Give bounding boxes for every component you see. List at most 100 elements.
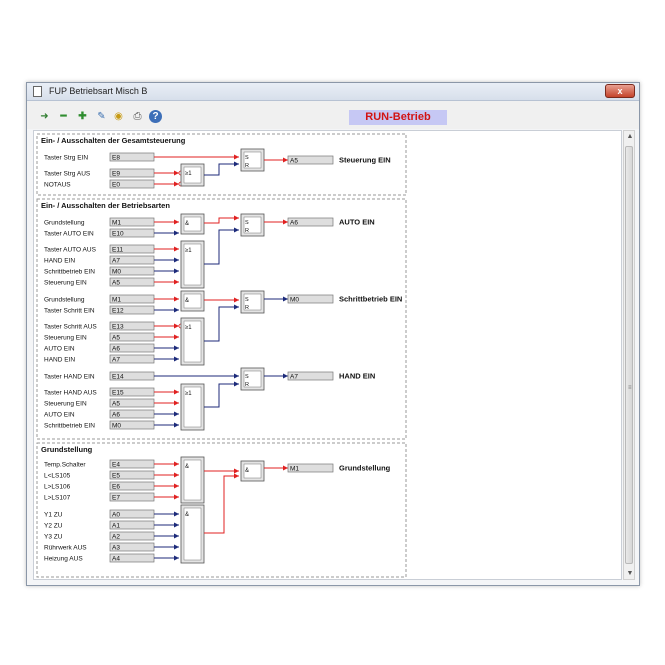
input-label: Taster AUTO EIN	[44, 231, 94, 238]
arrow-head-icon	[174, 494, 179, 500]
input-operand: A6	[112, 346, 120, 353]
arrow-head-icon	[283, 373, 288, 379]
input-operand: E15	[112, 390, 124, 397]
section-frame	[36, 198, 407, 440]
output-label: Schrittbetrieb EIN	[339, 295, 402, 304]
output-label: AUTO EIN	[339, 218, 375, 227]
help-icon[interactable]: ?	[149, 110, 162, 123]
input-label: Rührwerk AUS	[44, 545, 87, 552]
minus-icon[interactable]: ━	[60, 111, 67, 122]
input-label: Grundstellung	[44, 220, 85, 227]
scroll-thumb[interactable]: ≡	[625, 146, 633, 564]
connection-wire	[204, 475, 239, 534]
arrow-head-icon	[174, 389, 179, 395]
binoculars-icon[interactable]: ◉	[114, 111, 123, 122]
arrow-head-icon	[234, 381, 239, 387]
arrow-head-icon	[174, 268, 179, 274]
reset-label: R	[245, 382, 249, 388]
input-operand: E6	[112, 484, 120, 491]
arrow-head-icon	[174, 511, 179, 517]
scroll-down-icon[interactable]: ▼	[626, 570, 634, 577]
gate-symbol: ≥1	[185, 391, 192, 397]
output-operand: A6	[290, 220, 298, 227]
arrow-head-icon	[174, 334, 179, 340]
input-operand: E8	[112, 155, 120, 162]
arrow-head-icon	[174, 219, 179, 225]
vertical-scrollbar[interactable]: ▲ ≡ ▼	[623, 130, 635, 580]
logic-gate-inner	[183, 293, 202, 309]
close-button[interactable]: x	[605, 84, 635, 98]
plus-icon[interactable]: ✚	[78, 111, 87, 122]
input-operand: A5	[112, 401, 120, 408]
input-label: Taster HAND EIN	[44, 374, 95, 381]
input-label: Y2 ZU	[44, 523, 63, 530]
connection-wire	[204, 163, 239, 176]
window-title: FUP Betriebsart Misch B	[49, 86, 148, 96]
input-label: Taster Schritt AUS	[44, 324, 97, 331]
input-operand: A4	[112, 556, 120, 563]
output-operand: A7	[290, 374, 298, 381]
input-operand: M0	[112, 269, 121, 276]
input-label: Y3 ZU	[44, 534, 63, 541]
input-label: Temp.Schalter	[44, 462, 86, 469]
gate-symbol: ≥1	[185, 325, 192, 331]
gate-symbol: &	[185, 512, 189, 518]
input-label: Y1 ZU	[44, 512, 63, 519]
output-operand-box[interactable]	[287, 217, 334, 227]
scroll-up-icon[interactable]: ▲	[626, 133, 634, 140]
input-label: Taster AUTO AUS	[44, 247, 97, 254]
gate-symbol: &	[245, 468, 249, 474]
input-label: Steuerung EIN	[44, 401, 87, 408]
arrow-head-icon	[174, 544, 179, 550]
gate-symbol: &	[185, 298, 189, 304]
logic-gate-inner	[183, 216, 202, 232]
toolbar: ➜ ━ ✚ ✎ ◉ ⎙ ? RUN-Betrieb	[27, 101, 639, 129]
logic-gate-inner	[183, 459, 202, 501]
input-label: Taster HAND AUS	[44, 390, 97, 397]
sr-flipflop-inner	[243, 151, 262, 169]
arrow-head-icon	[234, 227, 239, 233]
arrow-head-icon	[174, 411, 179, 417]
output-operand-box[interactable]	[287, 371, 334, 381]
arrow-head-icon	[174, 323, 179, 329]
function-block-diagram: Ein- / Ausschalten der GesamtsteuerungEi…	[36, 133, 407, 578]
set-label: S	[245, 374, 249, 380]
arrow-head-icon	[174, 522, 179, 528]
arrow-head-icon	[234, 297, 239, 303]
input-operand: A5	[112, 280, 120, 287]
gate-symbol: ≥1	[185, 171, 192, 177]
input-operand: A7	[112, 258, 120, 265]
arrow-head-icon	[234, 468, 239, 474]
set-label: S	[245, 220, 249, 226]
exit-icon[interactable]: ➜	[40, 111, 49, 122]
arrow-head-icon	[174, 230, 179, 236]
output-operand: M1	[290, 466, 299, 473]
title-bar[interactable]: FUP Betriebsart Misch B x	[27, 83, 639, 101]
input-operand: E11	[112, 247, 123, 254]
input-operand: E7	[112, 495, 120, 502]
print-icon[interactable]: ⎙	[133, 111, 142, 122]
input-operand: E14	[112, 374, 124, 381]
arrow-head-icon	[174, 555, 179, 561]
arrow-head-icon	[234, 161, 239, 167]
section-title: Grundstellung	[41, 445, 93, 454]
logic-gate-inner	[183, 386, 202, 428]
sr-flipflop-inner	[243, 293, 262, 311]
section-title: Ein- / Ausschalten der Betriebsarten	[41, 201, 170, 210]
arrow-head-icon	[234, 304, 239, 310]
fup-window: FUP Betriebsart Misch B x ➜ ━ ✚ ✎ ◉ ⎙ ? …	[26, 82, 640, 586]
sr-flipflop-inner	[243, 370, 262, 388]
input-label: AUTO EIN	[44, 412, 75, 419]
output-operand-box[interactable]	[287, 294, 334, 304]
arrow-head-icon	[174, 181, 179, 187]
input-operand: E5	[112, 473, 120, 480]
output-operand-box[interactable]	[287, 155, 334, 165]
arrow-head-icon	[234, 473, 239, 479]
output-operand: M0	[290, 297, 299, 304]
connection-wire	[204, 229, 239, 265]
output-operand-box[interactable]	[287, 463, 334, 473]
input-label: Steuerung EIN	[44, 280, 87, 287]
edit-icon[interactable]: ✎	[97, 111, 106, 122]
input-label: Heizung AUS	[44, 556, 83, 563]
